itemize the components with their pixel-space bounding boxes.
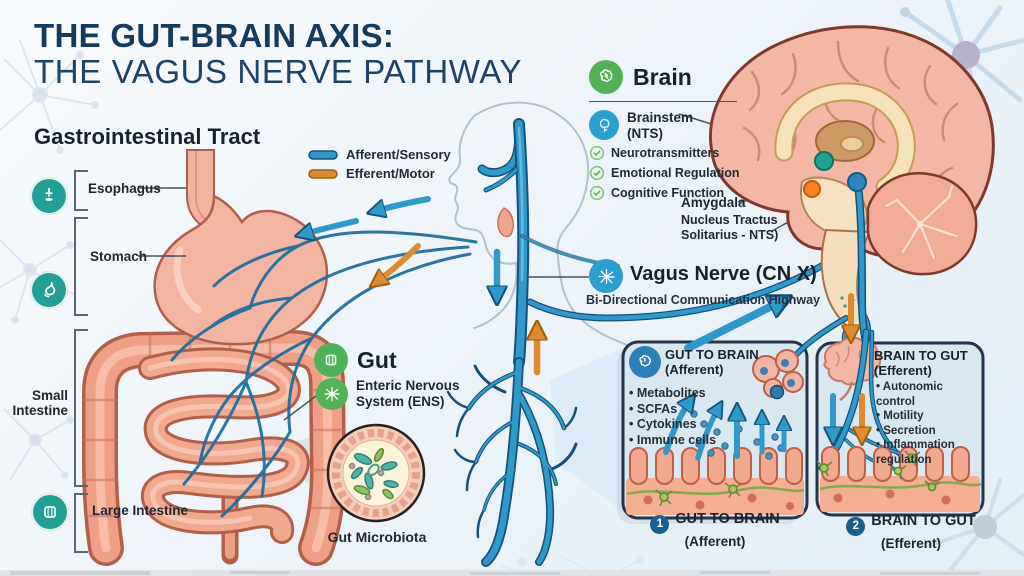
check-icon [589, 165, 605, 181]
brain-icon [589, 60, 623, 94]
gi-nerve-branches [170, 230, 478, 518]
list-item: Autonomic control [876, 380, 982, 409]
panel-subtitle: (Efferent) [874, 362, 932, 378]
title-line2: THE VAGUS NERVE PATHWAY [34, 53, 523, 91]
list-item: Inflammation regulation [876, 438, 982, 467]
brain-function-label: Neurotransmitters [611, 146, 720, 161]
legend-efferent-label: Efferent/Motor [346, 166, 435, 181]
caption-number-badge: 1 [650, 514, 670, 534]
list-item: Cytokines [629, 417, 716, 433]
brainstem-icon [589, 110, 619, 140]
esophagus-icon [30, 177, 68, 215]
brain-to-gut-panel-title: BRAIN TO GUT (Efferent) [874, 348, 968, 379]
caption-subtitle: (Efferent) [881, 535, 941, 551]
gut-heading: Gut [357, 346, 397, 373]
label-stomach: Stomach [90, 249, 148, 264]
caption-number-badge: 2 [846, 516, 866, 536]
brainstem-row: Brainstem (NTS) [589, 110, 759, 141]
vagus-nerve-heading: Vagus Nerve (CN X) [630, 263, 817, 285]
vagus-nerve-subheading: Bi-Directional Communication Highway [586, 293, 821, 307]
page-title: THE GUT-BRAIN AXIS: THE VAGUS NERVE PATH… [34, 17, 523, 91]
list-item: Immune cells [629, 433, 716, 449]
gi-tract-illustration [82, 149, 347, 566]
gut-to-brain-items: Metabolites SCFAs Cytokines Immune cells [629, 386, 716, 448]
pathway-arrows [300, 196, 851, 376]
panel-subtitle: (Afferent) [665, 361, 724, 377]
brain-function-label: Emotional Regulation [611, 166, 740, 181]
label-amygdala: Amygdala [681, 195, 746, 210]
list-item: SCFAs [629, 402, 716, 418]
legend-efferent: Efferent/Motor [308, 164, 451, 183]
brain-function-item: Emotional Regulation [589, 165, 759, 181]
vagus-neuron-icon [589, 259, 623, 293]
label-small-intestine: Small Intestine [12, 388, 68, 419]
brain-heading: Brain [633, 63, 692, 90]
afferent-swatch-icon [308, 149, 338, 160]
caption-brain-to-gut: 2 BRAIN TO GUT (Efferent) [835, 513, 987, 551]
efferent-swatch-icon [308, 168, 338, 179]
legend-afferent-label: Afferent/Sensory [346, 147, 451, 162]
gut-icon [314, 343, 348, 377]
brain-label-block: Brain Brainstem (NTS) Neurotransmitters … [589, 60, 759, 201]
ens-neuron-icon [316, 378, 348, 410]
label-esophagus: Esophagus [88, 181, 161, 196]
brain-to-gut-items: Autonomic control Motility Secretion Inf… [876, 380, 982, 467]
brain-function-item: Cognitive Function [589, 185, 759, 201]
legend-afferent: Afferent/Sensory [308, 145, 451, 164]
bottom-strip [0, 570, 1024, 576]
title-line1: THE GUT-BRAIN AXIS: [34, 17, 395, 54]
efferent-swatch [308, 168, 338, 179]
list-item: Motility [876, 409, 982, 424]
bidirectional-ribbon [526, 246, 852, 322]
hypothalamus-marker [814, 151, 834, 171]
brain-illustration [709, 25, 995, 353]
brain-function-item: Neurotransmitters [589, 145, 759, 161]
legend: Afferent/Sensory Efferent/Motor [308, 145, 451, 183]
gut-heading-block: Gut [314, 343, 397, 377]
brainstem-label: Brainstem (NTS) [627, 110, 694, 141]
gut-to-brain-panel-title: GUT TO BRAIN (Afferent) [665, 347, 759, 378]
check-icon [589, 145, 605, 161]
afferent-swatch [308, 149, 338, 160]
label-large-intestine: Large Intestine [92, 503, 189, 518]
gut-to-brain-panel-icon [629, 346, 661, 378]
nts-marker [847, 172, 867, 192]
gi-tract-heading: Gastrointestinal Tract [34, 124, 261, 149]
gut-microbiota-caption: Gut Microbiota [327, 529, 427, 545]
check-icon [589, 185, 605, 201]
vagus-nerve-trunk [446, 118, 620, 567]
caption-subtitle: (Afferent) [684, 533, 746, 549]
brain-heading-row: Brain [589, 60, 737, 102]
label-nucleus-tractus-solitarius: Nucleus Tractus Solitarius - NTS) [681, 213, 779, 242]
caption-title: GUT TO BRAIN [675, 511, 780, 527]
list-item: Secretion [876, 424, 982, 439]
large-intestine-icon [31, 493, 69, 531]
ens-block: Enteric Nervous System (ENS) [316, 378, 468, 410]
stomach-icon [30, 271, 68, 309]
amygdala-marker [803, 180, 821, 198]
label-brackets [74, 170, 88, 553]
caption-title: BRAIN TO GUT [871, 513, 976, 529]
brain-function-label: Cognitive Function [611, 186, 725, 201]
gut-microbiota-magnifier [326, 423, 426, 523]
panel-title: GUT TO BRAIN [665, 347, 759, 362]
ens-label: Enteric Nervous System (ENS) [356, 378, 460, 409]
panel-title: BRAIN TO GUT [874, 348, 968, 363]
caption-gut-to-brain: 1 GUT TO BRAIN (Afferent) [625, 511, 805, 549]
panel-gut-to-brain-box [617, 315, 849, 524]
list-item: Metabolites [629, 386, 716, 402]
